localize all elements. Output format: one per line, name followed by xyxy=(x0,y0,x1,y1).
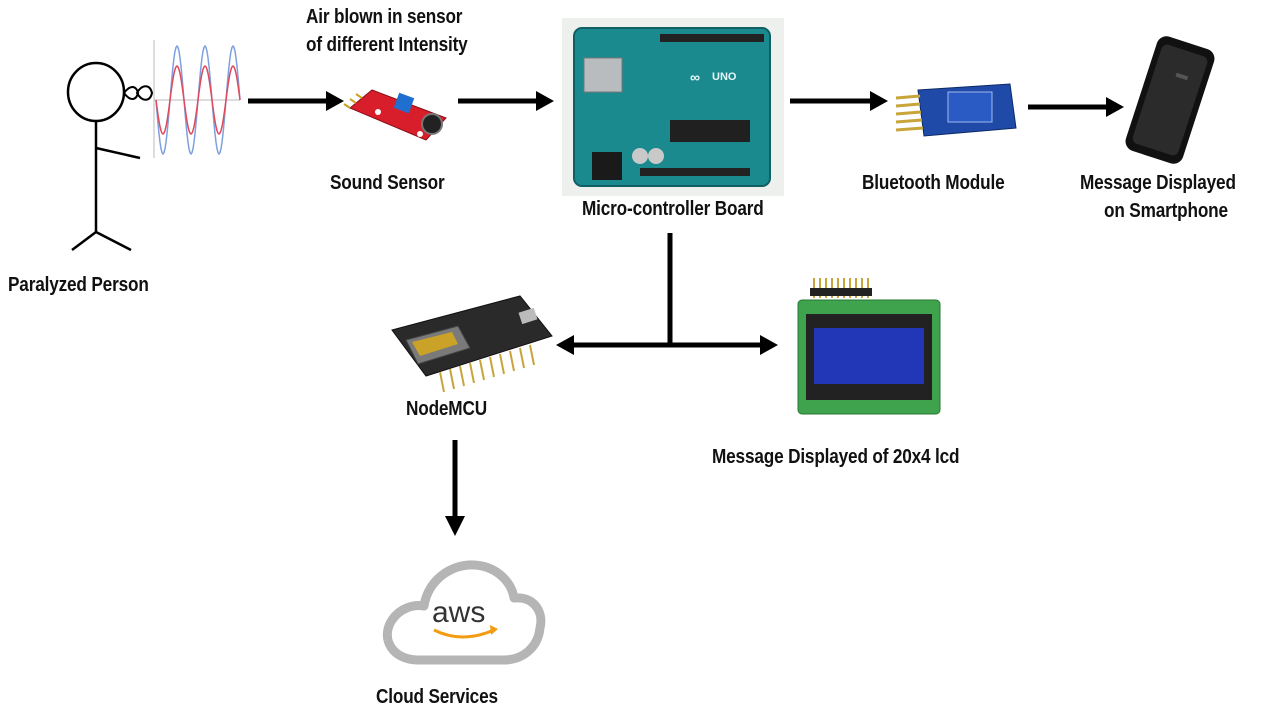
smartphone-image xyxy=(1125,36,1215,164)
label-sound-sensor: Sound Sensor xyxy=(330,172,445,194)
label-nodemcu: NodeMCU xyxy=(406,398,487,420)
label-cloud-services: Cloud Services xyxy=(376,686,498,708)
label-air-blown-line1: Air blown in sensor xyxy=(306,6,463,28)
label-air-blown-line2: of different Intensity xyxy=(306,34,468,56)
aws-logo-text: aws xyxy=(432,596,485,629)
label-paralyzed-person: Paralyzed Person xyxy=(8,274,149,296)
sound-sensor-image xyxy=(343,89,447,141)
stick-figure-person xyxy=(66,61,154,252)
label-lcd-message: Message Displayed of 20x4 lcd xyxy=(712,446,960,468)
label-bluetooth-module: Bluetooth Module xyxy=(862,172,1005,194)
aws-cloud-icon: aws xyxy=(382,560,546,665)
label-message-smartphone-line1: Message Displayed xyxy=(1080,172,1236,194)
lcd-display-image xyxy=(797,278,941,415)
board-brand-text: UNO xyxy=(712,71,737,83)
nodemcu-image xyxy=(391,295,553,393)
label-message-smartphone-line2: on Smartphone xyxy=(1104,200,1228,222)
svg-text:∞: ∞ xyxy=(690,69,700,85)
wave-red xyxy=(155,64,241,136)
sound-wave-graph xyxy=(153,40,241,158)
connector-arrows xyxy=(248,91,1124,536)
bluetooth-module-image xyxy=(895,83,1017,137)
arduino-board-image: ∞ UNO xyxy=(562,18,784,196)
label-micro-controller-board: Micro-controller Board xyxy=(582,198,764,220)
